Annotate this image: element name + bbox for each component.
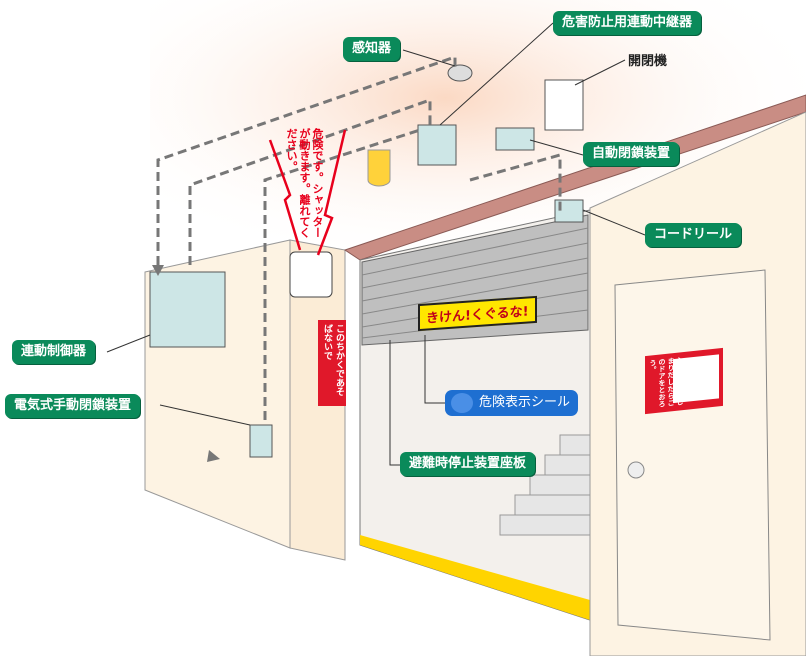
relay-device: [417, 124, 457, 166]
label-auto-closer: 自動閉鎖装置: [583, 142, 680, 166]
floor-yellow-line: [360, 535, 590, 620]
warning-lamp: [367, 149, 391, 187]
label-opener: 開閉機: [628, 54, 668, 69]
danger-sticker-text: 危険表示シール: [479, 395, 571, 410]
auto-closer-device: [495, 127, 535, 151]
label-controller: 連動制御器: [12, 340, 96, 364]
wiring: [156, 54, 562, 420]
door-knob: [627, 461, 645, 479]
cord-reel-device: [554, 199, 584, 223]
alarm-sound-lines: [268, 129, 347, 256]
sticker-icon: [451, 393, 473, 413]
label-cord-reel: コードリール: [645, 223, 742, 247]
door-sign: シャッターがしまりだしたらこのドアをとおろう。: [645, 347, 723, 415]
door-sign-picture: [673, 354, 719, 404]
speaker-device: [289, 251, 333, 298]
manual-closer-device: [249, 424, 273, 458]
no-play-sign: このちかくであそばないで: [318, 320, 346, 406]
label-sensor: 感知器: [343, 37, 401, 61]
label-relay: 危害防止用連動中継器: [553, 11, 702, 35]
speaker-message: 危険です。シャッターが動きます。離れてください。: [285, 128, 324, 238]
opener-device: [544, 79, 584, 131]
door: [614, 269, 771, 641]
label-manual-closer: 電気式手動閉鎖装置: [5, 394, 141, 418]
sensor-device: [447, 64, 473, 82]
controller-device: [149, 271, 226, 348]
label-danger-sticker: 危険表示シール: [445, 390, 579, 416]
label-stop-plate: 避難時停止装置座板: [400, 452, 536, 476]
stairs: [499, 434, 591, 536]
